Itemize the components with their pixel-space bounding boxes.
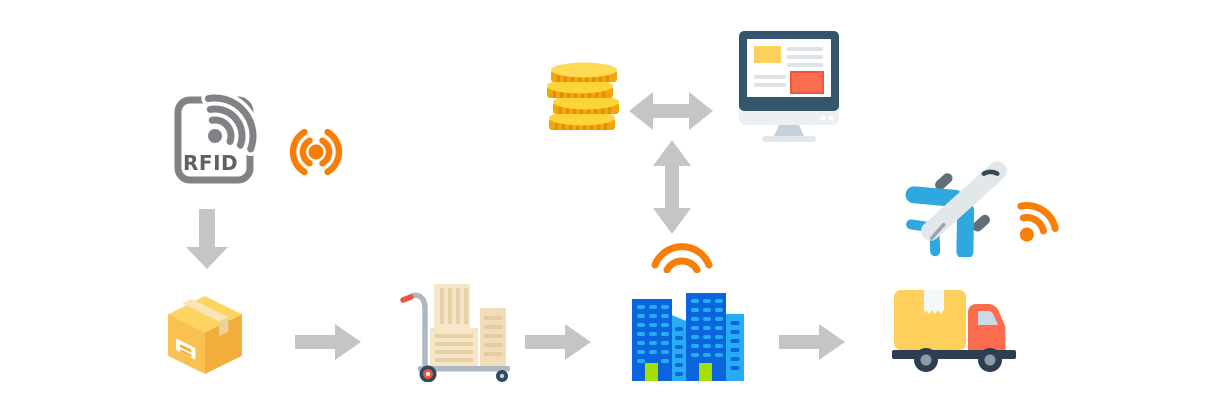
plane-fuselage (921, 161, 1007, 241)
truck-tape (924, 290, 944, 314)
coin (547, 78, 613, 98)
broadcast-signal-icon (283, 121, 349, 183)
crates (430, 284, 506, 366)
wifi-signal-icon (650, 241, 714, 273)
rfid-label: RFID (183, 151, 238, 175)
truck-cab (968, 304, 1006, 350)
truck-window (978, 311, 998, 325)
warehouse-buildings-icon (630, 284, 744, 381)
building-door (699, 363, 712, 381)
rfid-wave-1 (208, 116, 235, 145)
rss-signal-icon (1012, 186, 1062, 244)
cart-platform (418, 366, 510, 372)
monitor-base (762, 136, 816, 142)
hand-truck-icon (398, 276, 514, 382)
plane-engine (972, 214, 990, 232)
plane-cockpit (981, 169, 1000, 176)
down-arrow-icon (186, 209, 228, 271)
rfid-wave-dot (208, 129, 222, 143)
coin (549, 110, 615, 130)
cart-handle-grip (400, 294, 414, 303)
coins-icon (543, 60, 619, 136)
right-arrow-icon (295, 324, 361, 360)
rfid-wave-2 (206, 105, 246, 149)
coin (551, 62, 617, 82)
double-arrow-vertical-icon (653, 140, 691, 234)
right-arrow-icon (525, 324, 591, 360)
monitor-stand (774, 125, 804, 136)
double-arrow-horizontal-icon (629, 92, 713, 130)
rfid-tag-icon: RFID (173, 90, 265, 188)
airplane-icon (905, 145, 1023, 257)
screen-panel-red (790, 71, 824, 94)
plane-wing (905, 186, 964, 207)
monitor-bezel (739, 111, 839, 125)
screen-panel-yellow (754, 46, 781, 63)
desktop-monitor-icon (734, 28, 844, 142)
right-arrow-icon (779, 324, 845, 360)
package-tape (182, 298, 229, 322)
delivery-truck-icon (892, 286, 1020, 372)
coin (553, 94, 619, 114)
plane-wing (956, 201, 975, 257)
plane-engine (935, 173, 953, 190)
truck-cargo-box (894, 290, 966, 350)
rfid-wave-3 (204, 94, 257, 153)
building-door (645, 363, 658, 381)
package-box-icon (162, 292, 248, 378)
